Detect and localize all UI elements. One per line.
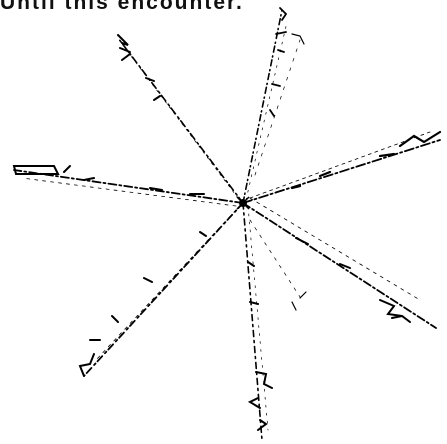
- ray-top: [243, 8, 287, 203]
- ray-lower-left: [80, 203, 243, 376]
- burst-rays: [14, 8, 440, 440]
- ray-upper-left: [118, 35, 243, 203]
- ray-lower-right: [243, 198, 436, 328]
- ray-left: [14, 166, 243, 206]
- ray-lower-right-short: [250, 220, 306, 310]
- ray-right-up: [243, 132, 440, 203]
- ray-bottom: [243, 203, 272, 440]
